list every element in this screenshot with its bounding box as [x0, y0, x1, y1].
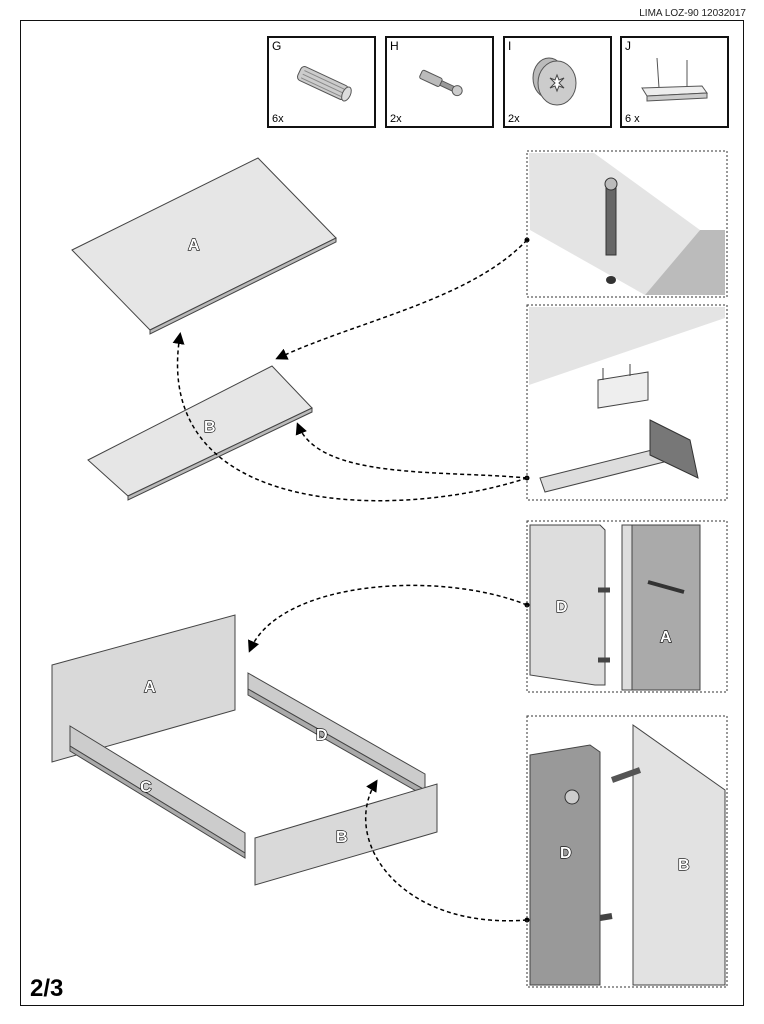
panel-b-footboard: B: [254, 783, 438, 886]
panel-label: B: [678, 857, 690, 874]
part-box-j: J 6 x: [620, 36, 729, 128]
detail-cam-bolt: [526, 150, 728, 298]
part-letter: H: [390, 39, 399, 53]
part-quantity: 2x: [508, 113, 520, 125]
panel-label: A: [144, 679, 156, 696]
panel-c-side: C: [69, 725, 246, 859]
panel-label: D: [316, 727, 328, 744]
panel-label: D: [556, 599, 568, 616]
document-code: LIMA LOZ-90 12032017: [639, 8, 746, 19]
panel-label: A: [188, 237, 200, 254]
part-box-g: G 6x: [267, 36, 376, 128]
part-letter: G: [272, 39, 282, 53]
part-box-i: I 2x: [503, 36, 612, 128]
nail-block-icon: [641, 57, 708, 102]
part-box-h: H 2x: [385, 36, 494, 128]
part-letter: J: [625, 39, 631, 53]
panel-label: B: [204, 419, 216, 436]
panel-a-headboard: A: [51, 614, 236, 763]
panel-d-side: D: [247, 672, 426, 797]
page-number: 2/3: [30, 975, 64, 1002]
cam-lock-icon: [532, 57, 577, 106]
panel-b-shelf: B: [87, 365, 313, 501]
cam-bolt-icon: [419, 69, 463, 97]
part-letter: I: [508, 39, 512, 53]
dowel-icon: [296, 66, 352, 102]
panel-label: A: [660, 629, 672, 646]
panel-a-top: A: [71, 157, 337, 335]
part-quantity: 6 x: [625, 113, 640, 125]
panel-label: B: [336, 829, 348, 846]
panel-label: C: [140, 779, 152, 796]
page-frame: [20, 20, 744, 1006]
panel-label: D: [560, 845, 572, 862]
part-quantity: 6x: [272, 113, 284, 125]
part-quantity: 2x: [390, 113, 402, 125]
